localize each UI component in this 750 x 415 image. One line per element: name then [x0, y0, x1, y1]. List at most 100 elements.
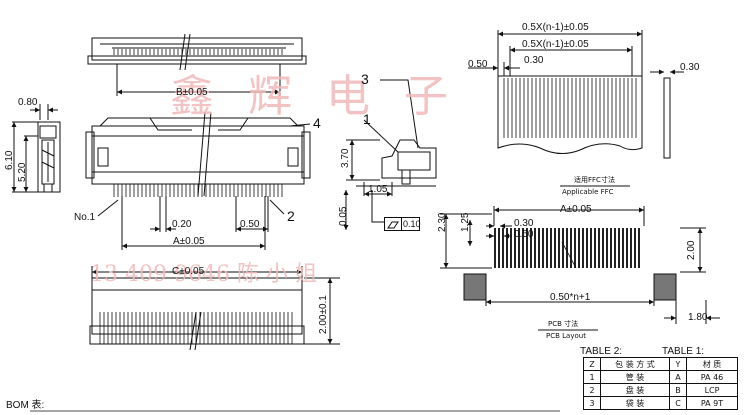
pcb-pad: [530, 228, 532, 268]
dim-200-bottom-label: 2.00±0.1: [318, 295, 329, 334]
ffc-caption-cn: 适用FFC寸法: [574, 176, 615, 184]
pcb-pad: [606, 228, 608, 268]
dim-610-label: 6.10: [4, 150, 15, 170]
dim-050-label: 0.50: [240, 219, 260, 230]
table-row: 3 袋 装 C PA 9T: [583, 396, 738, 410]
bom-label: BOM 表:: [6, 400, 45, 411]
pcb-pad: [534, 228, 536, 268]
table1-cell: PA 46: [686, 370, 738, 384]
table2-cell: 3: [583, 396, 601, 410]
ffc-dim-side: 0.30: [680, 62, 700, 73]
pcb-pad: [614, 228, 616, 268]
pcb-pad: [626, 228, 628, 268]
pcb-pad: [494, 228, 496, 268]
table2-cell: 管 装: [600, 370, 670, 384]
dim-c-label: C±0.05: [172, 266, 205, 277]
pcb-pad: [514, 228, 516, 268]
dim-a-label: A±0.05: [173, 236, 205, 247]
bottom-view-pins: [99, 312, 293, 344]
pcb-pad: [550, 228, 552, 268]
table2-cell: 1: [583, 370, 601, 384]
pcb-pad: [582, 228, 584, 268]
watermark-phone: 13 409 9646 陈 小 姐: [90, 262, 317, 287]
no1-label: No.1: [74, 212, 96, 223]
ffc-dim-top2: 0.5X(n-1)±0.05: [522, 39, 589, 50]
pcb-pad: [542, 228, 544, 268]
pcb-pad: [634, 228, 636, 268]
table1-cell: C: [669, 396, 687, 410]
pcb-pad: [590, 228, 592, 268]
table2-cell: 盘 装: [600, 383, 670, 397]
ffc-dim-050: 0.50: [468, 59, 488, 70]
pcb-pad: [638, 228, 640, 268]
front-view-pins: [113, 184, 283, 197]
detail-view-outline: [356, 79, 437, 187]
table2-title: TABLE 2:: [580, 346, 623, 357]
ffc-outline: [497, 75, 671, 159]
table1-cell: B: [669, 383, 687, 397]
pcb-pad: [522, 228, 524, 268]
pcb-pad: [546, 228, 548, 268]
pcb-pad: [518, 228, 520, 268]
side-view-outline: [37, 121, 61, 193]
pcb-pad: [630, 228, 632, 268]
pcb-dims: [440, 206, 720, 331]
callout-3: 3: [361, 71, 369, 87]
pcb-caption-en: PCB Layout: [546, 332, 586, 340]
pcb-dim-030: 0.30: [514, 218, 534, 229]
pcb-dim-050: 0.50: [514, 229, 534, 240]
table1-cell: PA 9T: [686, 396, 738, 410]
side-dims: [11, 104, 58, 193]
pcb-pad: [618, 228, 620, 268]
bottom-view-outline: [89, 277, 305, 351]
pcb-pad: [574, 228, 576, 268]
pcb-pad: [498, 228, 500, 268]
pcb-pad: [610, 228, 612, 268]
pcb-pad: [570, 228, 572, 268]
bottom-dims: [91, 266, 340, 345]
pcb-dim-a: A±0.05: [560, 204, 592, 215]
pcb-pad: [578, 228, 580, 268]
dim-080-label: 0.80: [18, 97, 38, 108]
pcb-pad: [558, 228, 560, 268]
table-row: 1 管 装 A PA 46: [583, 370, 738, 384]
dim-105-label: 1.05: [368, 184, 388, 195]
detail-dims: [343, 139, 393, 230]
pcb-pad: [538, 228, 540, 268]
pcb-dim-200: 2.00: [686, 240, 697, 260]
ffc-dim-030: 0.30: [524, 55, 544, 66]
table2-col-packing: 包 装 方 式: [600, 357, 670, 371]
table1-title: TABLE 1:: [662, 346, 705, 357]
table2-cell: 袋 装: [600, 396, 670, 410]
flatness-symbol-icon: [385, 218, 402, 230]
table2-cell: 2: [583, 383, 601, 397]
pcb-dim-180: 1.80: [688, 312, 708, 323]
pcb-caption-cn: PCB 寸法: [548, 320, 579, 328]
pcb-pad: [602, 228, 604, 268]
flatness-value: 0.10: [403, 219, 421, 229]
bom-header-row: Z 包 装 方 式 Y 材 质: [583, 357, 738, 371]
pcb-pad: [622, 228, 624, 268]
callout-4: 4: [313, 115, 321, 131]
pcb-pad: [598, 228, 600, 268]
pcb-pads: [494, 228, 640, 268]
pcb-pad: [566, 228, 568, 268]
dim-370-label: 3.70: [340, 148, 351, 168]
dim-520-label: 5.20: [17, 162, 28, 182]
pcb-dim-230: 2.30: [437, 212, 448, 232]
ffc-caption-en: Applicable FFC: [562, 188, 614, 196]
table-row: 2 盘 装 B LCP: [583, 383, 738, 397]
pcb-pad: [510, 228, 512, 268]
table1-cell: A: [669, 370, 687, 384]
table1-col-material: 材 质: [686, 357, 738, 371]
ffc-stripes: [503, 78, 637, 138]
watermark-company: 鑫 辉 电 子: [170, 71, 458, 122]
table2-col-z: Z: [583, 357, 601, 371]
pcb-pad: [594, 228, 596, 268]
ffc-dim-top1: 0.5X(n-1)±0.05: [522, 22, 589, 33]
bom-table: Z 包 装 方 式 Y 材 质 1 管 装 A PA 46 2 盘 装 B LC…: [583, 357, 738, 410]
top-view-outline: [87, 33, 307, 71]
dim-b-line: [116, 64, 281, 96]
table1-col-y: Y: [669, 357, 687, 371]
